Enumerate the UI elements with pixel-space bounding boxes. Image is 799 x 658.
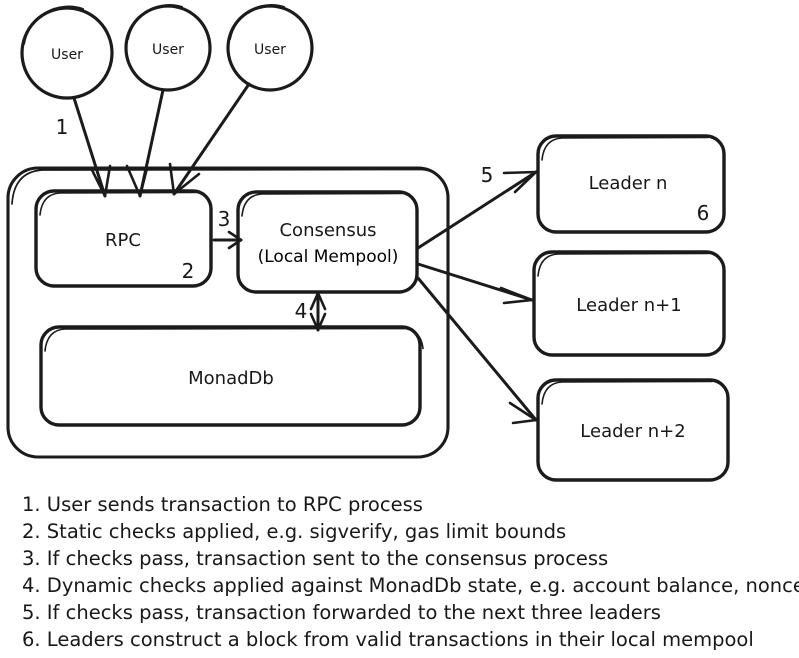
leader-n-plus-2-sketch-overstroke [541, 380, 713, 405]
consensus-label: Consensus [279, 220, 376, 241]
rpc-label: RPC [105, 230, 141, 251]
leader-n-plus-2-label: Leader n+2 [580, 421, 685, 442]
monaddb-label: MonadDb [188, 368, 274, 389]
leader-n-plus-1-sketch-overstroke [537, 252, 709, 277]
arrow-user2-to-rpc [125, 88, 165, 198]
process-monaddb[interactable]: MonadDb [39, 325, 424, 427]
user-circle-1-sketch-overstroke [23, 5, 84, 45]
rpc-sketch-overstroke [39, 191, 197, 216]
monaddb-sketch-overstroke [44, 327, 424, 352]
monaddb-box [39, 325, 422, 427]
actor-user-1[interactable]: User [20, 5, 114, 100]
process-rpc[interactable]: RPC 2 [34, 189, 213, 288]
user-circle-3-sketch-overstroke [229, 4, 285, 40]
step-label-1: 1 [56, 115, 69, 139]
user-label-3: User [254, 42, 286, 58]
user-circle-1 [20, 6, 114, 100]
arrow-consensus-to-leader-n-plus-1 [416, 262, 534, 305]
user-circle-2-sketch-overstroke [127, 4, 183, 40]
step-label-5: 5 [481, 163, 494, 187]
consensus-sublabel: (Local Mempool) [258, 247, 399, 267]
leader-n-label: Leader n [589, 173, 668, 194]
actor-user-3[interactable]: User [226, 4, 314, 92]
caption-list: 1. User sends transaction to RPC process… [22, 493, 799, 651]
arrow-user1-to-rpc [72, 96, 112, 198]
arrow-consensus-monaddb [309, 291, 327, 332]
caption-line-6: 6. Leaders construct a block from valid … [22, 628, 754, 651]
user-label-2: User [152, 42, 184, 58]
step-label-3: 3 [218, 207, 231, 231]
rpc-step-tag: 2 [182, 259, 195, 283]
consensus-sketch-overstroke [241, 192, 403, 217]
leader-n-plus-2[interactable]: Leader n+2 [536, 378, 730, 482]
caption-line-5: 5. If checks pass, transaction forwarded… [22, 601, 661, 624]
arrow-consensus-to-leader-n-plus-2 [416, 276, 538, 425]
step-label-4: 4 [295, 299, 308, 323]
arrow-user3-to-rpc [168, 82, 251, 196]
leader-n-plus-1-box [532, 250, 726, 357]
actor-user-2[interactable]: User [124, 4, 212, 92]
process-consensus[interactable]: Consensus (Local Mempool) [236, 190, 419, 294]
arrow-rpc-to-consensus [212, 230, 243, 250]
caption-line-2: 2. Static checks applied, e.g. sigverify… [22, 520, 566, 543]
leader-n-plus-1[interactable]: Leader n+1 [532, 250, 726, 357]
user-label-1: User [51, 47, 83, 63]
caption-line-3: 3. If checks pass, transaction sent to t… [22, 547, 608, 570]
leader-n-box [536, 134, 726, 234]
leader-n-step-tag: 6 [697, 201, 710, 225]
leader-n-plus-1-label: Leader n+1 [576, 295, 681, 316]
full-node-sketch-overstroke [11, 168, 449, 205]
leader-n-sketch-overstroke [541, 136, 709, 161]
user-circle-2 [124, 4, 212, 92]
consensus-box [236, 190, 419, 294]
caption-line-4: 4. Dynamic checks applied against MonadD… [22, 574, 799, 597]
user-circle-3 [226, 4, 314, 92]
caption-line-1: 1. User sends transaction to RPC process [22, 493, 423, 516]
rpc-box [34, 189, 213, 288]
arrow-consensus-to-leader-n [416, 170, 538, 250]
leader-n-plus-2-box [536, 378, 730, 482]
leader-n[interactable]: Leader n 6 [536, 134, 726, 234]
